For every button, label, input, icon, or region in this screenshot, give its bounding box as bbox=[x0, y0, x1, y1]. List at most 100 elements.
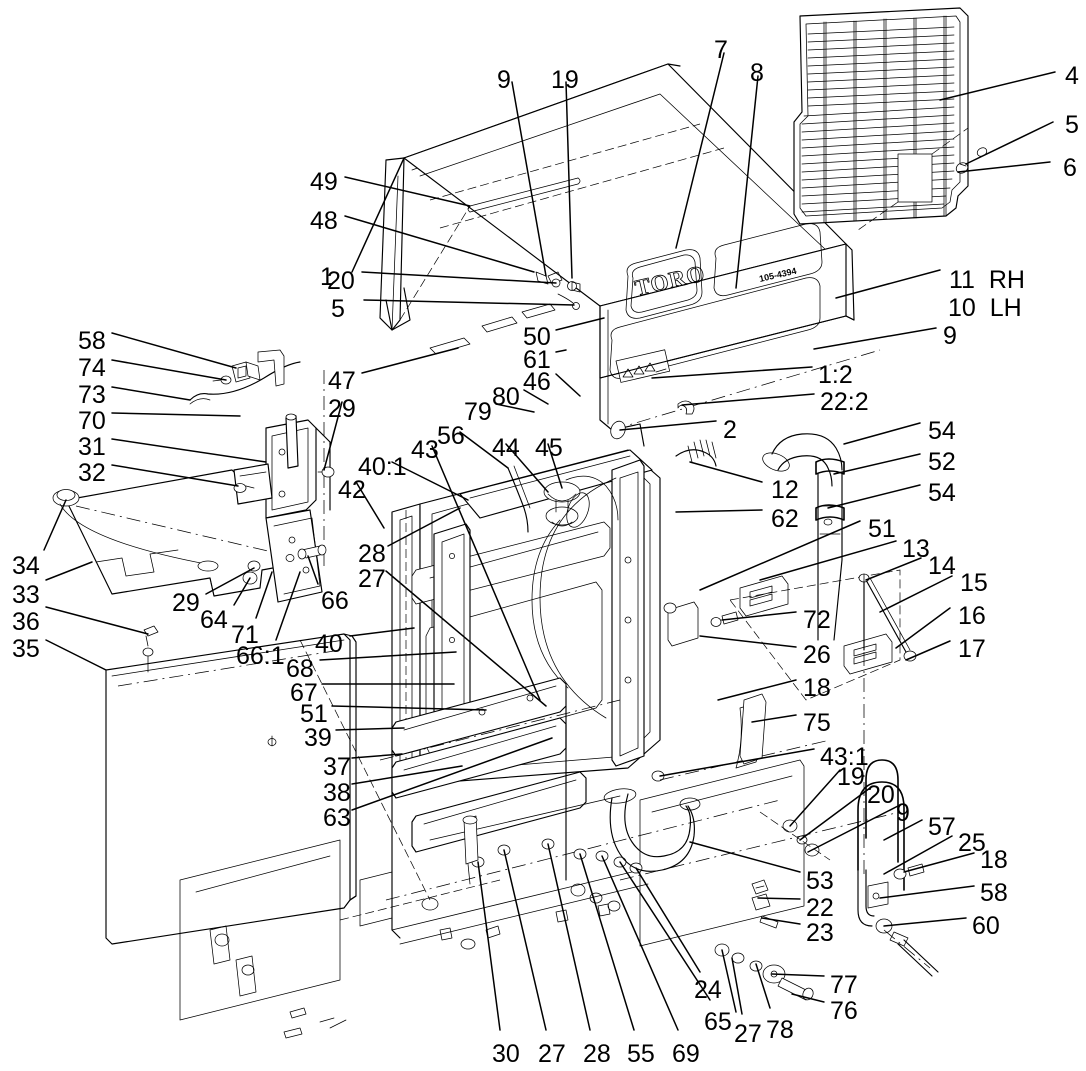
callout-39: 39 bbox=[304, 724, 332, 752]
callout-45: 45 bbox=[535, 434, 563, 462]
leader-line bbox=[883, 819, 923, 841]
leader-line bbox=[351, 157, 405, 273]
leader-line bbox=[45, 606, 149, 635]
leader-line bbox=[827, 484, 921, 509]
leader-line bbox=[344, 176, 471, 207]
callout-2: 2 bbox=[723, 416, 737, 444]
leader-line bbox=[579, 853, 635, 1031]
leader-line bbox=[387, 507, 461, 547]
leader-line bbox=[275, 571, 301, 641]
callout-14: 14 bbox=[928, 552, 956, 580]
callout-22: 22 bbox=[806, 894, 834, 922]
callout-4: 4 bbox=[1065, 62, 1079, 90]
callout-56: 56 bbox=[437, 422, 465, 450]
left-side-panel bbox=[105, 625, 357, 945]
leader-lines bbox=[43, 52, 1056, 1031]
callout-52: 52 bbox=[928, 448, 956, 476]
callout-62: 62 bbox=[771, 505, 799, 533]
leader-line bbox=[939, 71, 1056, 101]
callout-44: 44 bbox=[492, 434, 520, 462]
leader-line bbox=[755, 963, 771, 1009]
callout-29: 29 bbox=[172, 589, 200, 617]
leader-line bbox=[879, 885, 975, 899]
callout-19: 19 bbox=[551, 66, 579, 94]
leader-line bbox=[751, 714, 797, 723]
leader-line bbox=[681, 393, 815, 406]
callout-20: 20 bbox=[327, 267, 355, 295]
callout-29: 29 bbox=[328, 395, 356, 423]
leader-line bbox=[385, 570, 547, 707]
leader-line bbox=[843, 422, 921, 445]
leader-line bbox=[813, 327, 937, 350]
leader-line bbox=[903, 852, 975, 873]
radiator-hose-lower bbox=[603, 788, 701, 872]
callout-43: 43 bbox=[411, 436, 439, 464]
leader-line bbox=[335, 727, 405, 731]
leader-line bbox=[233, 577, 251, 606]
engine-hood-assembly bbox=[379, 63, 881, 447]
leader-line bbox=[351, 737, 553, 811]
callout-7: 7 bbox=[714, 36, 728, 64]
leader-line bbox=[307, 555, 319, 585]
leader-line bbox=[721, 949, 737, 1013]
callout-27: 27 bbox=[734, 1020, 762, 1048]
callout-64: 64 bbox=[200, 606, 228, 634]
callout-27: 27 bbox=[538, 1040, 566, 1068]
leader-line bbox=[255, 571, 273, 619]
leader-line bbox=[965, 121, 1054, 165]
callout-5: 5 bbox=[1065, 111, 1079, 139]
callout-50: 50 bbox=[523, 323, 551, 351]
callout-66: 66 bbox=[321, 587, 349, 615]
leader-line bbox=[565, 81, 573, 279]
leader-line bbox=[511, 81, 547, 277]
leader-line bbox=[349, 627, 415, 637]
callout-34: 34 bbox=[12, 552, 40, 580]
callout-23: 23 bbox=[806, 919, 834, 947]
leader-line bbox=[555, 373, 581, 397]
callout-28: 28 bbox=[583, 1040, 611, 1068]
callout-49: 49 bbox=[310, 168, 338, 196]
leader-line bbox=[675, 509, 763, 513]
callout-40: 40 bbox=[315, 630, 343, 658]
callout-80: 80 bbox=[492, 383, 520, 411]
callout-73: 73 bbox=[78, 381, 106, 409]
callout-58: 58 bbox=[78, 327, 106, 355]
callout-54: 54 bbox=[928, 479, 956, 507]
leader-line bbox=[361, 347, 459, 374]
leader-line bbox=[547, 443, 563, 489]
leader-line bbox=[555, 317, 605, 331]
callout-20: 20 bbox=[867, 781, 895, 809]
callout-13: 13 bbox=[902, 535, 930, 563]
leader-line bbox=[344, 215, 535, 273]
callout-22-2: 22:2 bbox=[820, 388, 869, 416]
leader-line bbox=[833, 453, 921, 475]
leader-line bbox=[111, 412, 241, 417]
leader-line bbox=[761, 917, 801, 925]
leader-line bbox=[835, 269, 941, 299]
leader-line bbox=[619, 420, 717, 431]
callout-28: 28 bbox=[358, 540, 386, 568]
leader-line bbox=[459, 431, 509, 469]
callout-27: 27 bbox=[358, 565, 386, 593]
callout-16: 16 bbox=[958, 602, 986, 630]
callout-47: 47 bbox=[328, 367, 356, 395]
leader-line bbox=[675, 52, 725, 249]
callout-18: 18 bbox=[980, 846, 1008, 874]
callout-48: 48 bbox=[310, 207, 338, 235]
callout-9: 9 bbox=[497, 66, 511, 94]
callout-10-lh: 10 LH bbox=[948, 294, 1022, 322]
callout-66-1: 66:1 bbox=[236, 642, 285, 670]
callout-58: 58 bbox=[980, 879, 1008, 907]
leader-line bbox=[659, 748, 815, 777]
callout-63: 63 bbox=[323, 804, 351, 832]
callout-67: 67 bbox=[290, 679, 318, 707]
callout-43-1: 43:1 bbox=[820, 743, 869, 771]
leader-line bbox=[331, 705, 487, 711]
callout-30: 30 bbox=[492, 1040, 520, 1068]
callout-71: 71 bbox=[231, 621, 259, 649]
leader-line bbox=[895, 607, 951, 649]
leader-line bbox=[431, 445, 541, 701]
callout-19: 19 bbox=[837, 763, 865, 791]
callout-75: 75 bbox=[803, 709, 831, 737]
leader-line bbox=[323, 401, 343, 471]
